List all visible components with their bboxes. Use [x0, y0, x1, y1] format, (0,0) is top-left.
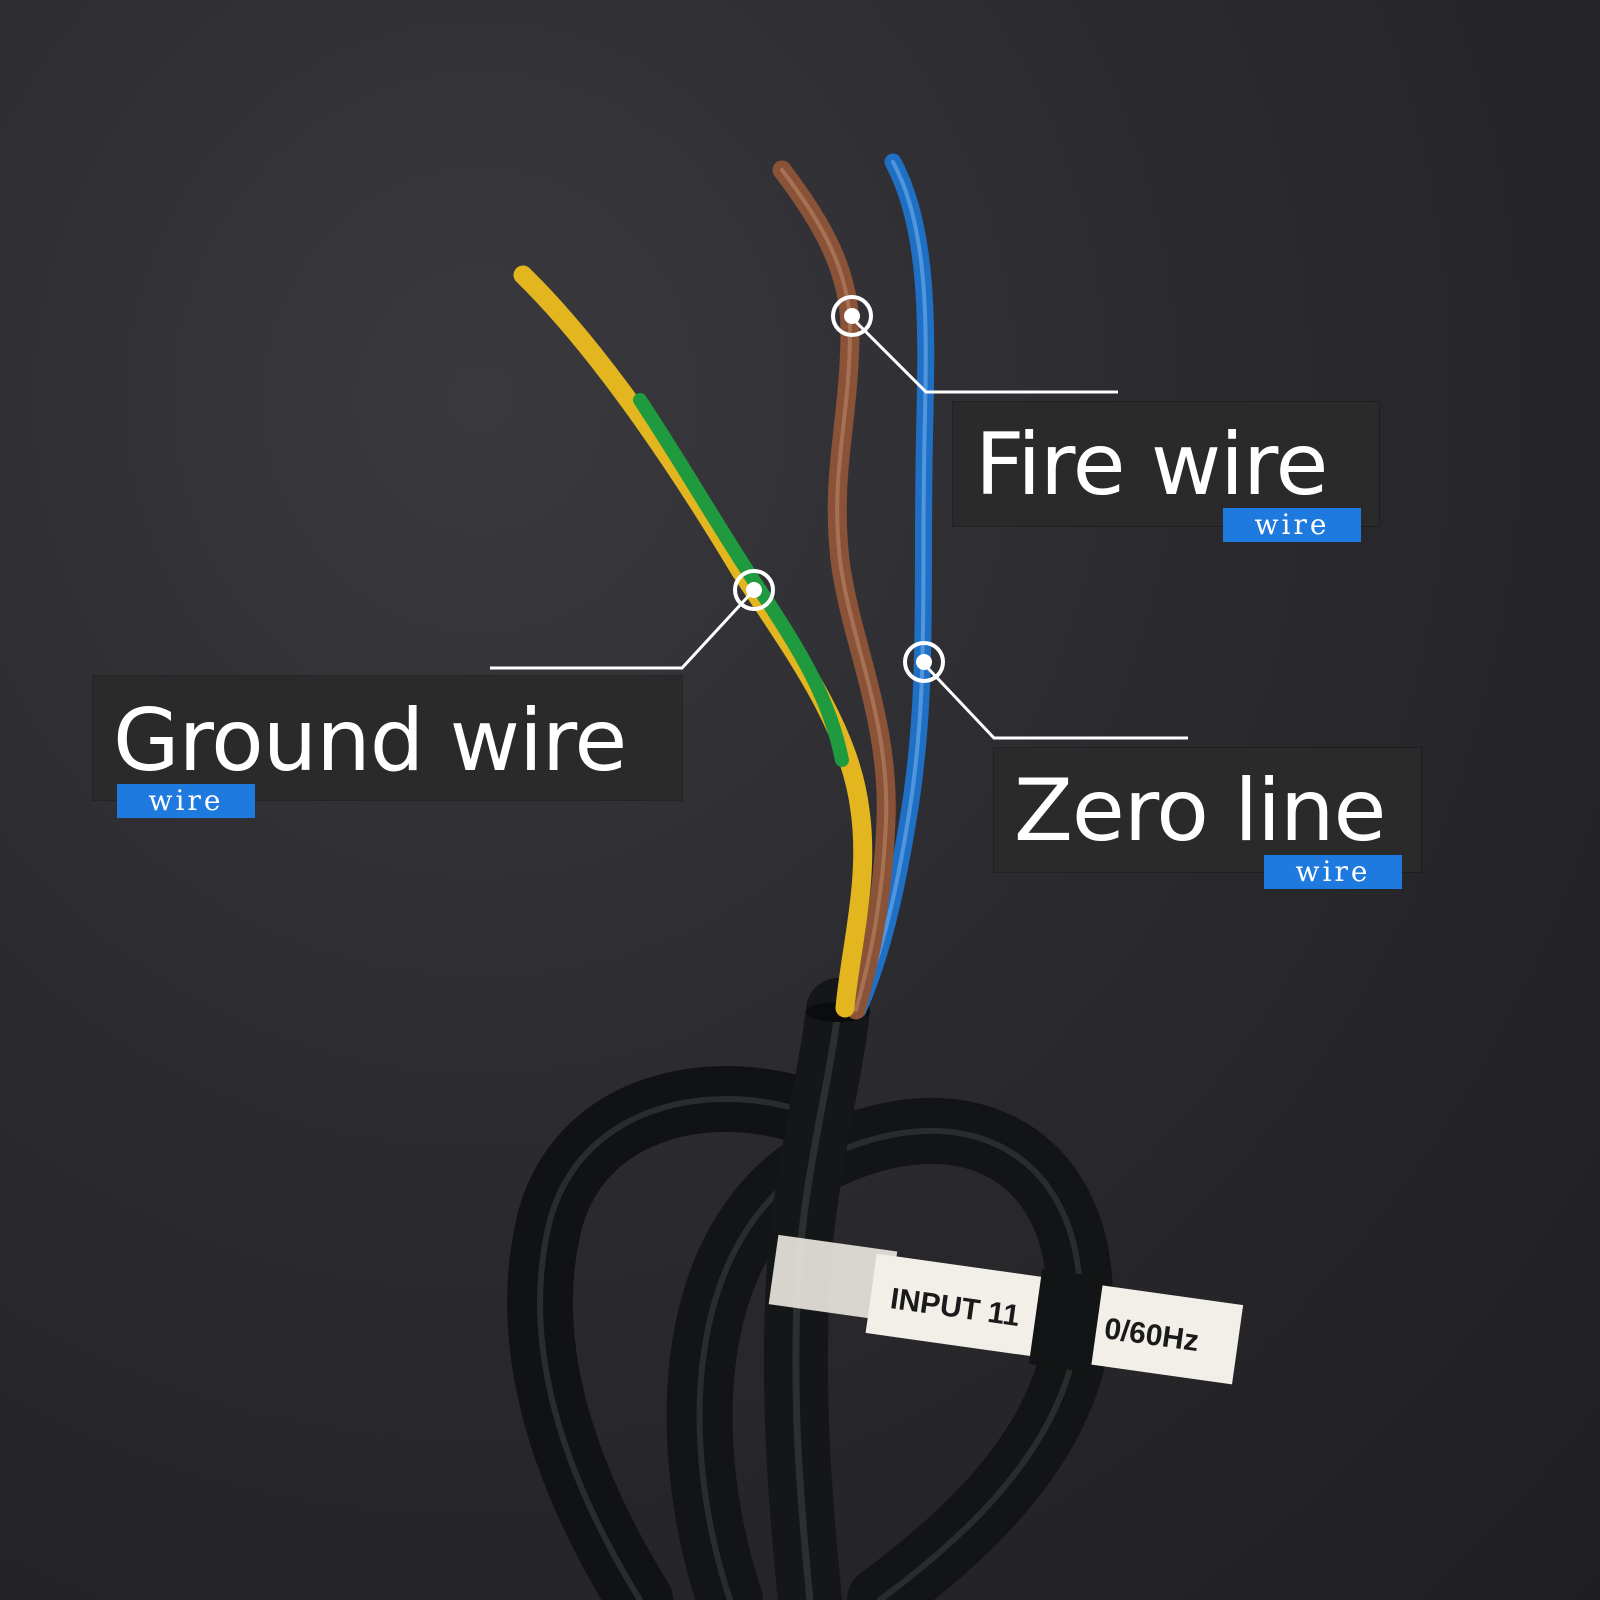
cable-print-label: INPUT 11 0/60Hz [768, 1234, 1244, 1385]
zero-line-tag: wire [1264, 855, 1402, 889]
cable-loop-right-highlight [696, 1127, 1084, 1600]
zero-line-title: Zero line [1014, 761, 1386, 861]
fire-marker [831, 295, 873, 337]
zero-marker [903, 641, 945, 683]
brown-wire-highlight [780, 168, 889, 1012]
fire-wire-tag: wire [1223, 508, 1361, 542]
yellow-wire [513, 265, 873, 1018]
label-sleeve [768, 1234, 898, 1321]
zero-line-callout: Zero line [994, 748, 1421, 872]
leader-lines [490, 316, 1188, 740]
ground-wire-callout: Ground wire [93, 676, 682, 800]
fire-wire-callout: Fire wire [953, 402, 1379, 526]
ground-wire-tag: wire [117, 784, 255, 818]
fire-leader [850, 316, 1118, 394]
cable-loop-left-highlight [537, 1096, 803, 1600]
wire-markers [733, 295, 945, 683]
ground-leader [490, 588, 756, 670]
cable-loop-right [666, 1097, 1114, 1600]
ground-wire-title: Ground wire [113, 691, 627, 791]
fire-wire-title: Fire wire [975, 415, 1328, 515]
ground-marker [733, 569, 775, 611]
blue-wire-highlight [856, 160, 928, 1012]
zero-leader [922, 662, 1188, 740]
label-occluding-cable [1028, 1268, 1104, 1373]
